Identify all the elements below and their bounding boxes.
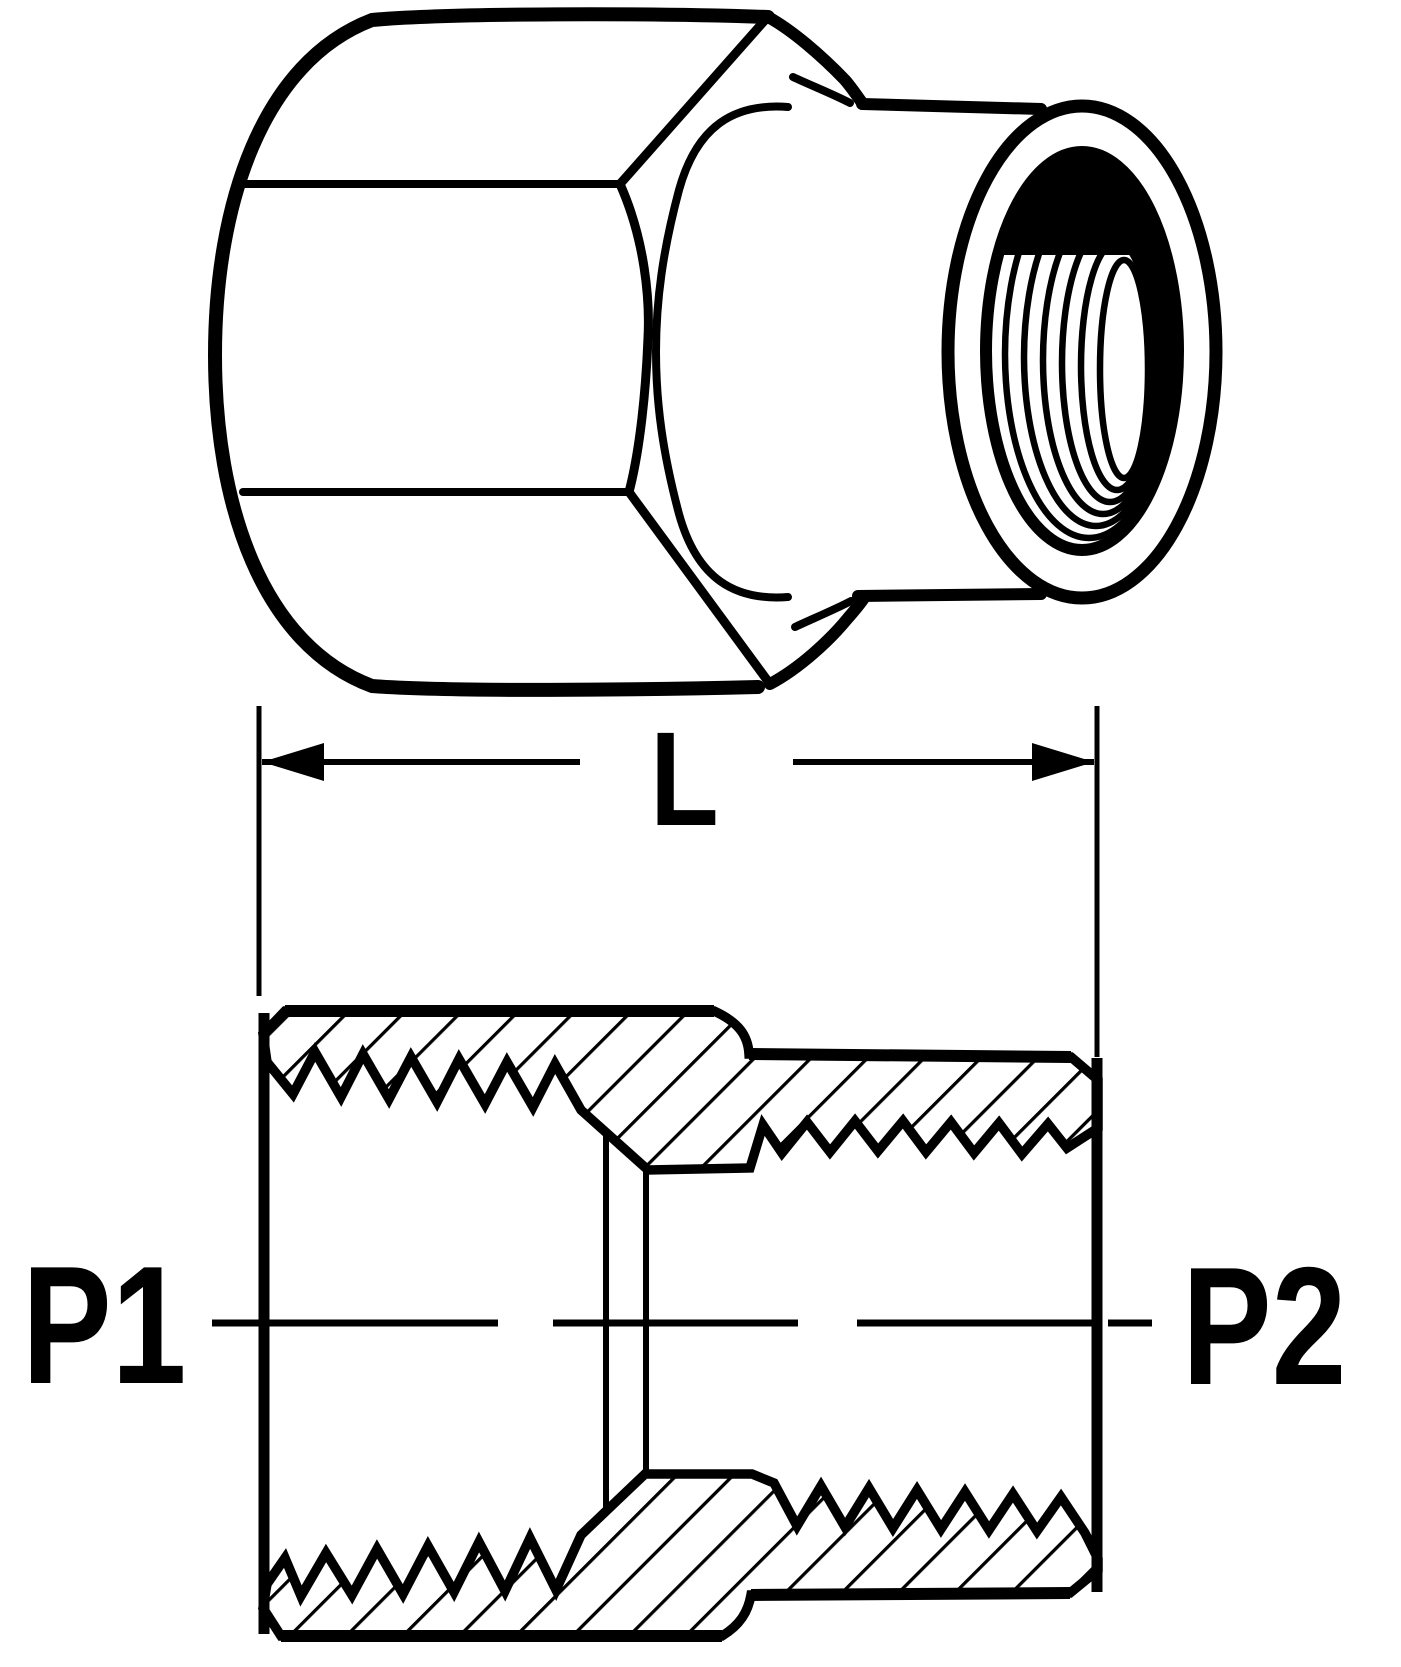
boss-bottom-edge — [852, 588, 1047, 602]
neck-top-fillet — [789, 73, 854, 107]
section-lower-half — [258, 1469, 1103, 1641]
section-top-edge-right — [748, 1048, 1072, 1063]
hex-front-right-edge — [615, 179, 653, 497]
bore-shadow-crescent — [994, 148, 1170, 255]
section-bottom-edge-right — [750, 1587, 1071, 1601]
arrowhead-right-icon — [1032, 743, 1094, 781]
label-P1: P1 — [22, 1232, 186, 1420]
hex-body-outline — [207, 7, 775, 697]
neck-bottom-fillet — [791, 597, 855, 631]
arrowhead-left-icon — [262, 743, 324, 781]
neck-top-edge — [762, 11, 869, 110]
boss-top-edge — [856, 98, 1047, 115]
washer-face-arc — [651, 102, 792, 602]
dimension-label: L — [650, 705, 719, 854]
neck-bottom-edge — [764, 592, 870, 690]
section-view: P1 P2 — [22, 1005, 1346, 1642]
hex-chamfer-bottom — [624, 487, 775, 689]
internal-thread-arcs — [1001, 254, 1174, 542]
dimension-L: L — [256, 705, 1100, 1057]
hex-chamfer-top — [615, 14, 771, 189]
isometric-view — [207, 7, 1223, 697]
boss-face-ellipse — [941, 99, 1223, 605]
label-P2: P2 — [1182, 1233, 1346, 1421]
section-upper-half — [257, 1006, 1103, 1175]
